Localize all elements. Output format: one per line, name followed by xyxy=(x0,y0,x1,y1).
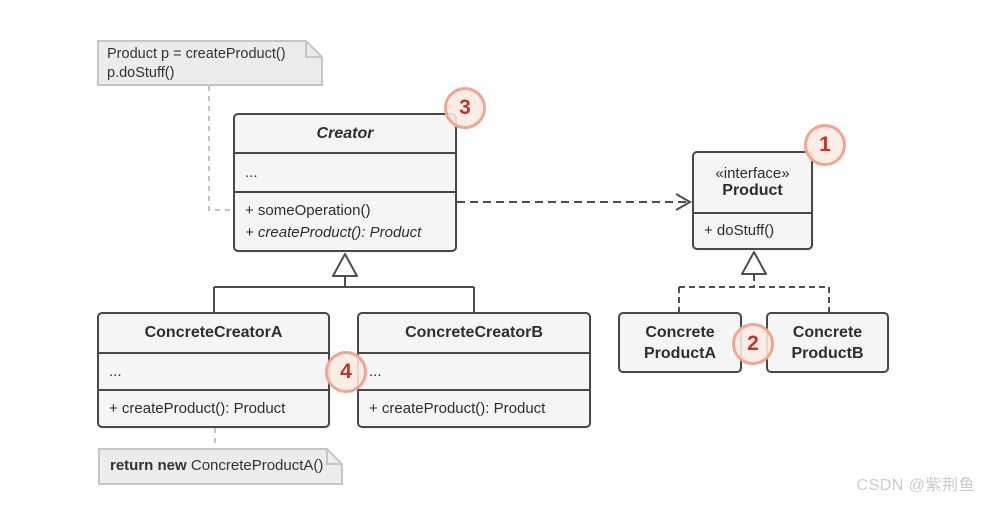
note-line: p.doStuff() xyxy=(107,65,175,81)
csdn-watermark: CSDN @紫荆鱼 xyxy=(856,477,975,494)
class-concrete-creator-b-methods: + createProduct(): Product xyxy=(359,389,589,426)
interface-product: «interface» Product + doStuff() xyxy=(692,151,813,250)
realization-triangle-icon xyxy=(741,251,767,275)
badge-4: 4 xyxy=(325,351,367,393)
class-creator-title: Creator xyxy=(316,124,374,142)
title-line: ProductB xyxy=(791,344,864,362)
class-creator-methods: + someOperation() + createProduct(): Pro… xyxy=(235,191,455,250)
title-line: Concrete xyxy=(645,323,715,341)
note-shape xyxy=(97,40,323,86)
class-concrete-creator-a-title: ConcreteCreatorA xyxy=(144,324,283,341)
dependency-arrowhead-icon xyxy=(675,193,693,211)
method-createProduct-abstract: + createProduct(): Product xyxy=(245,223,422,241)
interface-product-title: «interface» Product xyxy=(694,153,811,212)
class-concrete-product-b-title: Concrete ProductB xyxy=(768,314,887,371)
class-creator: Creator ... + someOperation() + createPr… xyxy=(233,113,457,252)
badge-3: 3 xyxy=(444,87,486,129)
badge-2: 2 xyxy=(732,323,774,365)
note-client-code: Product p = createProduct() p.doStuff() xyxy=(97,40,323,86)
method-doStuff: + doStuff() xyxy=(704,222,775,239)
note-code: ConcreteProductA() xyxy=(186,457,324,474)
title-line: ProductA xyxy=(644,344,716,362)
class-concrete-creator-a-fields: ... xyxy=(99,352,328,389)
note-keyword: return new xyxy=(110,457,187,474)
badge-1: 1 xyxy=(804,124,846,166)
note-return-statement: return new ConcreteProductA() xyxy=(98,448,343,485)
note-line: Product p = createProduct() xyxy=(107,46,286,62)
class-creator-fields: ... xyxy=(235,152,455,191)
class-concrete-product-b: Concrete ProductB xyxy=(766,312,889,373)
realization-connector xyxy=(678,275,830,313)
method-createProduct-a: + createProduct(): Product xyxy=(109,399,286,417)
note-top-connector xyxy=(208,86,233,211)
class-concrete-creator-b-title: ConcreteCreatorB xyxy=(405,324,543,341)
inheritance-triangle-icon xyxy=(332,253,358,277)
class-concrete-creator-a-methods: + createProduct(): Product xyxy=(99,389,328,426)
method-someOperation: + someOperation() xyxy=(245,201,371,219)
class-concrete-creator-a: ConcreteCreatorA ... + createProduct(): … xyxy=(97,312,330,428)
interface-product-name: Product xyxy=(722,182,783,199)
class-concrete-creator-b-fields: ... xyxy=(359,352,589,389)
inheritance-connector xyxy=(213,277,475,313)
class-concrete-product-a: Concrete ProductA xyxy=(618,312,742,373)
title-line: Concrete xyxy=(792,323,863,341)
method-createProduct-b: + createProduct(): Product xyxy=(369,399,546,417)
note-shape xyxy=(98,448,343,485)
interface-product-methods: + doStuff() xyxy=(694,212,811,248)
interface-stereotype: «interface» xyxy=(715,165,790,182)
class-concrete-creator-b: ConcreteCreatorB ... + createProduct(): … xyxy=(357,312,591,428)
class-concrete-product-a-title: Concrete ProductA xyxy=(620,314,740,371)
